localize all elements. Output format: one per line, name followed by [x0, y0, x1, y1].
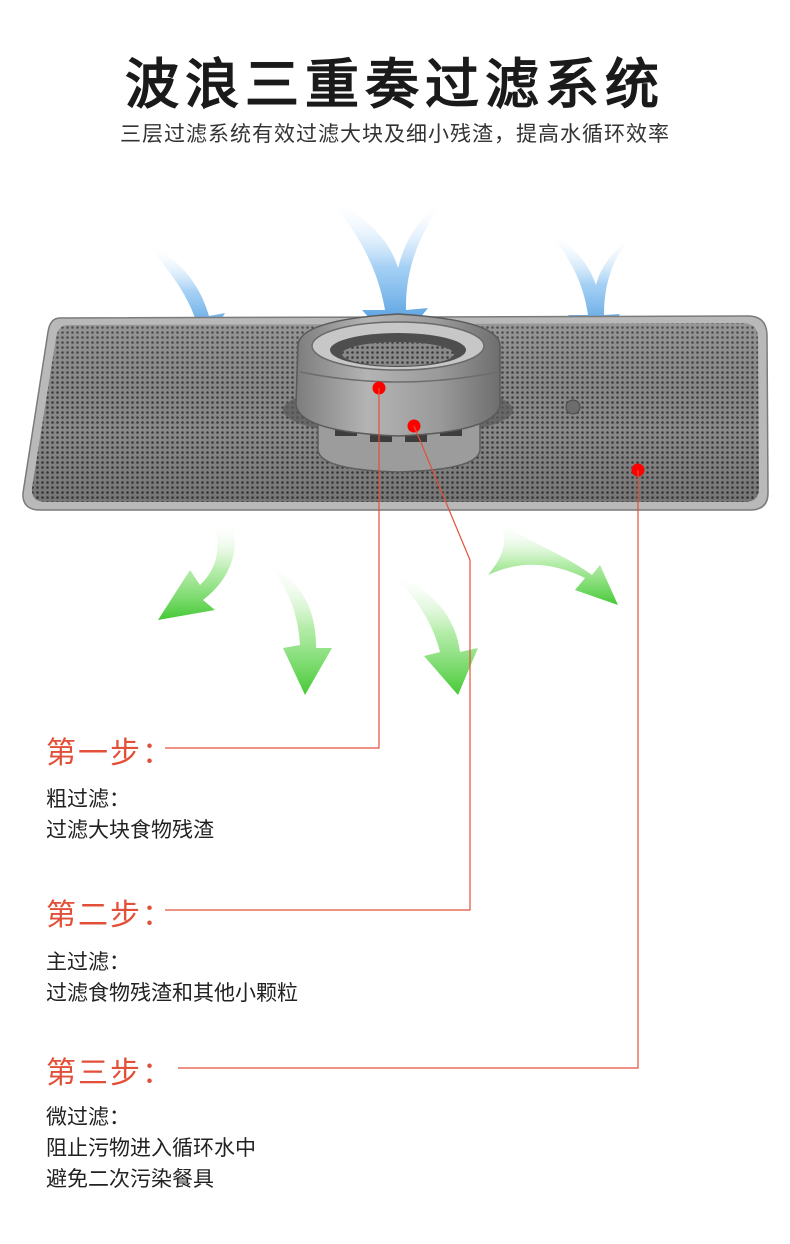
- step-3-title: 第三步：: [46, 1056, 174, 1091]
- leader-line-step-2: [165, 425, 471, 911]
- step-1-line: 过滤大块食物残渣: [46, 818, 214, 842]
- outflow-arrow-1: [158, 522, 235, 620]
- step-3-line-2: 避免二次污染餐具: [46, 1167, 214, 1191]
- leader-line-step-3: [178, 470, 639, 1069]
- step-2-body: 主过滤： 过滤食物残渣和其他小颗粒: [46, 947, 298, 1009]
- page-subtitle: 三层过滤系统有效过滤大块及细小残渣，提高水循环效率: [120, 122, 670, 146]
- outflow-arrow-4: [488, 522, 618, 605]
- step-3-heading: 微过滤：: [46, 1105, 130, 1129]
- step-3-body: 微过滤： 阻止污物进入循环水中 避免二次污染餐具: [46, 1102, 256, 1195]
- step-2-line: 过滤食物残渣和其他小颗粒: [46, 981, 298, 1005]
- step-2-heading: 主过滤：: [46, 950, 130, 974]
- step-1-title: 第一步：: [46, 736, 174, 771]
- outflow-arrow-2: [262, 560, 332, 695]
- step-1-body: 粗过滤： 过滤大块食物残渣: [46, 784, 214, 846]
- leader-line-step-1: [165, 388, 380, 749]
- outflow-arrow-3: [385, 570, 478, 695]
- step-3-line-1: 阻止污物进入循环水中: [46, 1136, 256, 1160]
- page-title: 波浪三重奏过滤系统: [125, 53, 665, 116]
- inflow-arrow-center: [330, 200, 445, 348]
- step-2-title: 第二步：: [46, 898, 174, 933]
- step-1-heading: 粗过滤：: [46, 787, 130, 811]
